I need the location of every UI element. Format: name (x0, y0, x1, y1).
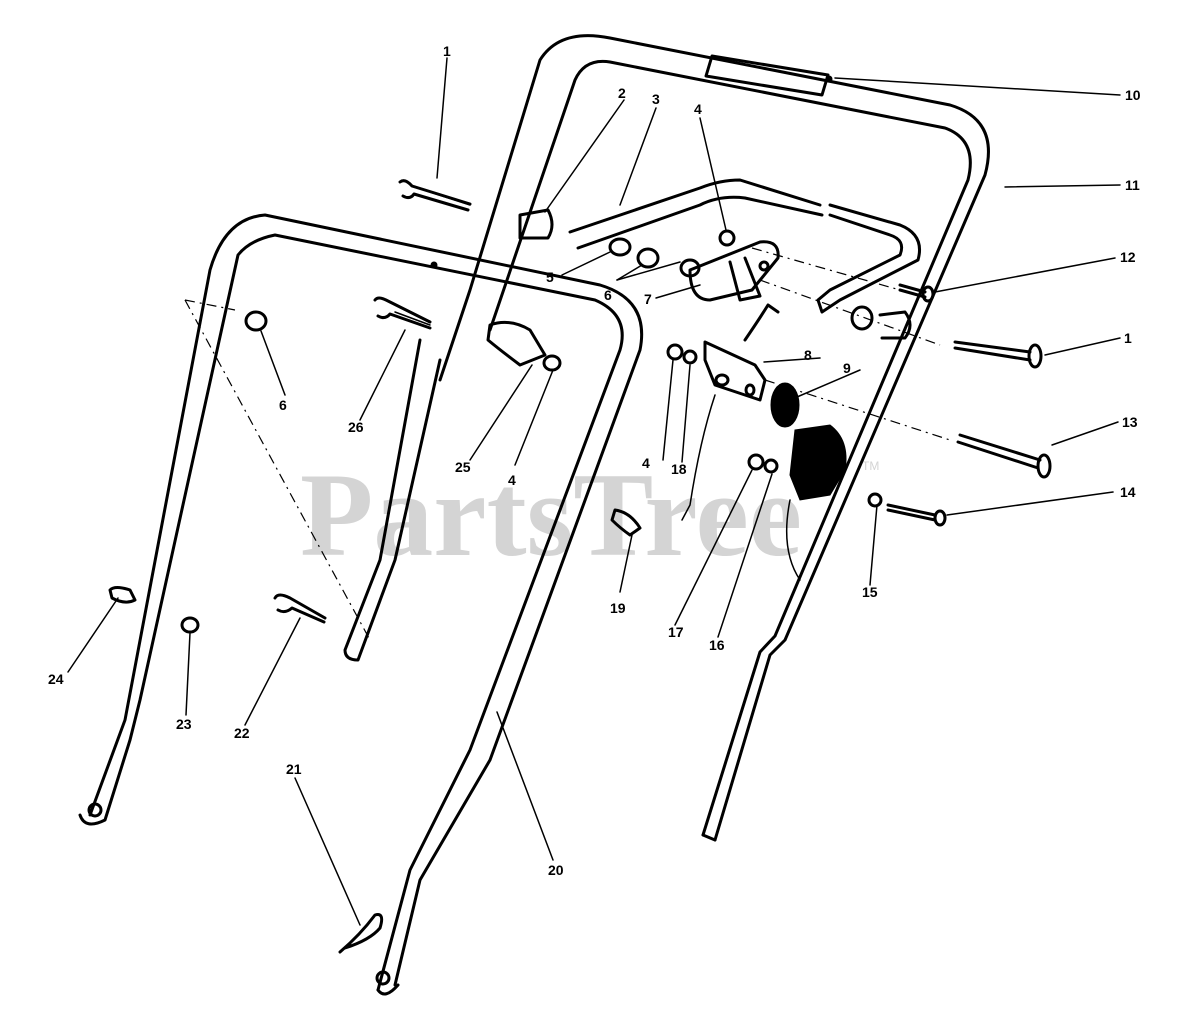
callout-4: 4 (694, 101, 702, 117)
callout-13: 13 (1122, 414, 1138, 430)
bolts (273, 179, 1052, 624)
callout-22: 22 (234, 725, 250, 741)
callout-1: 1 (443, 43, 451, 59)
hardware (108, 208, 912, 634)
callout-20: 20 (548, 862, 564, 878)
callout-17: 17 (668, 624, 684, 640)
callout-21: 21 (286, 761, 302, 777)
callout-3: 3 (652, 91, 660, 107)
leader-lines (67, 57, 1121, 926)
callout-11: 11 (1125, 177, 1140, 193)
callout-2: 2 (618, 85, 626, 101)
callout-16: 16 (709, 637, 725, 653)
lower-handle (78, 213, 644, 996)
callout-9: 9 (843, 360, 851, 376)
callout-15: 15 (862, 584, 878, 600)
callout-6b: 6 (279, 397, 287, 413)
callout-4b: 4 (508, 472, 516, 488)
upper-handle (438, 34, 990, 842)
callout-26: 26 (348, 419, 364, 435)
callout-6: 6 (604, 287, 612, 303)
callout-5: 5 (546, 269, 554, 285)
callout-25: 25 (455, 459, 471, 475)
callout-14: 14 (1120, 484, 1136, 500)
callout-8: 8 (804, 347, 812, 363)
hairpin-clip (338, 913, 384, 954)
callout-19: 19 (610, 600, 626, 616)
callout-12: 12 (1120, 249, 1136, 265)
callout-1b: 1 (1124, 330, 1132, 346)
callout-labels: 1 2 3 4 10 11 12 5 6 7 6 26 25 4 8 9 1 1… (48, 43, 1141, 878)
alignment-lines (184, 247, 951, 641)
callout-7: 7 (644, 291, 652, 307)
callout-23: 23 (176, 716, 192, 732)
switch-and-control (681, 303, 847, 581)
callout-24: 24 (48, 671, 64, 687)
callout-4c: 4 (642, 455, 650, 471)
callout-18: 18 (671, 461, 687, 477)
callout-10: 10 (1125, 87, 1141, 103)
watermark-trademark: TM (862, 459, 879, 473)
watermark-text: PartsTree (300, 448, 802, 581)
